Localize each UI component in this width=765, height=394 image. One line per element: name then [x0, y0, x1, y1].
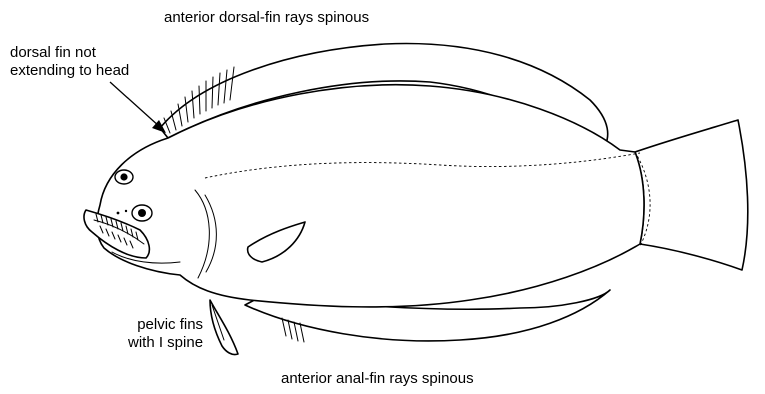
nostril: [125, 210, 127, 212]
dorsal-annotation-line1: dorsal fin not: [10, 44, 129, 62]
dorsal-annotation-line2: extending to head: [10, 62, 129, 80]
pelvic-annotation-line2: with I spine: [128, 334, 203, 352]
upper-eye: [115, 170, 133, 184]
nostril: [117, 212, 120, 215]
caudal-fin: [635, 120, 748, 270]
anal-spinous-annotation: anterior anal-fin rays spinous: [281, 370, 474, 388]
pelvic-fin-annotation: pelvic fins with I spine: [128, 316, 203, 352]
dorsal-spinous-annotation: anterior dorsal-fin rays spinous: [164, 9, 369, 27]
pelvic-fin: [210, 300, 238, 355]
lower-eye: [132, 205, 152, 221]
dorsal-pointer-arrow: [110, 82, 166, 133]
pelvic-annotation-line1: pelvic fins: [128, 316, 203, 334]
dorsal-fin-annotation: dorsal fin not extending to head: [10, 44, 129, 80]
